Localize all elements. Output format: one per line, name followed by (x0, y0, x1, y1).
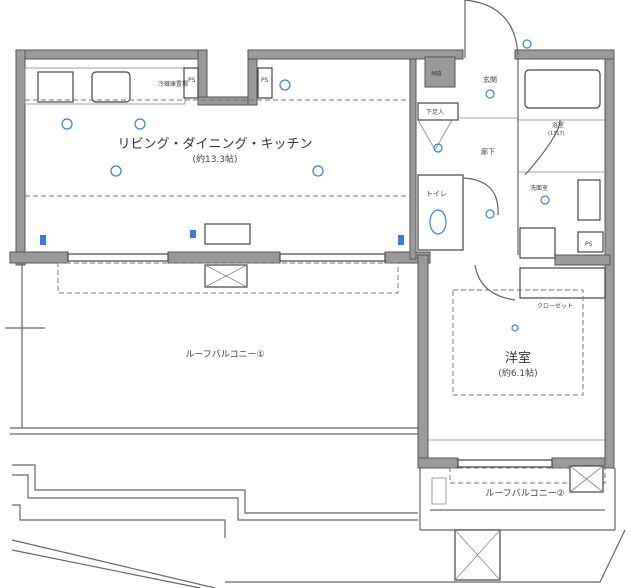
core-rooms: MB 下足入 玄関 廊下 トイレ 浴室 (1317) 洗面室 PS (417, 0, 605, 259)
shoe-box-label: 下足入 (426, 109, 444, 116)
bath-label: 浴室 (552, 121, 564, 129)
entrance-label: 玄関 (483, 75, 497, 84)
ps-label: PS (261, 77, 269, 84)
bath-size: (1317) (548, 131, 565, 137)
outer-outline (11, 464, 626, 588)
hallway-label: 廊下 (481, 147, 495, 156)
closet-label: クローゼット (537, 302, 573, 310)
balcony-2-label: ルーフバルコニー② (485, 488, 564, 499)
ldk-label: リビング・ダイニング・キッチン (117, 137, 312, 152)
western-room: クローゼット (428, 264, 606, 441)
balcony-1 (5, 262, 418, 435)
mb-label: MB (431, 70, 442, 78)
windows (67, 253, 553, 468)
ps-label: PS (585, 241, 593, 248)
balcony-1-label: ルーフバルコニー① (185, 349, 264, 360)
washroom-label: 洗面室 (530, 184, 548, 192)
balcony-2 (419, 465, 616, 531)
western-room-area: (約6.1帖) (498, 367, 537, 379)
kitchen-counter: 冷蔵庫置場 PS PS (24, 67, 410, 245)
fridge-label: 冷蔵庫置場 (158, 80, 188, 88)
ldk-area: (約13.3帖) (192, 153, 237, 165)
ps-label: PS (188, 77, 196, 84)
toilet-label: トイレ (426, 190, 447, 198)
western-room-label: 洋室 (505, 350, 531, 366)
